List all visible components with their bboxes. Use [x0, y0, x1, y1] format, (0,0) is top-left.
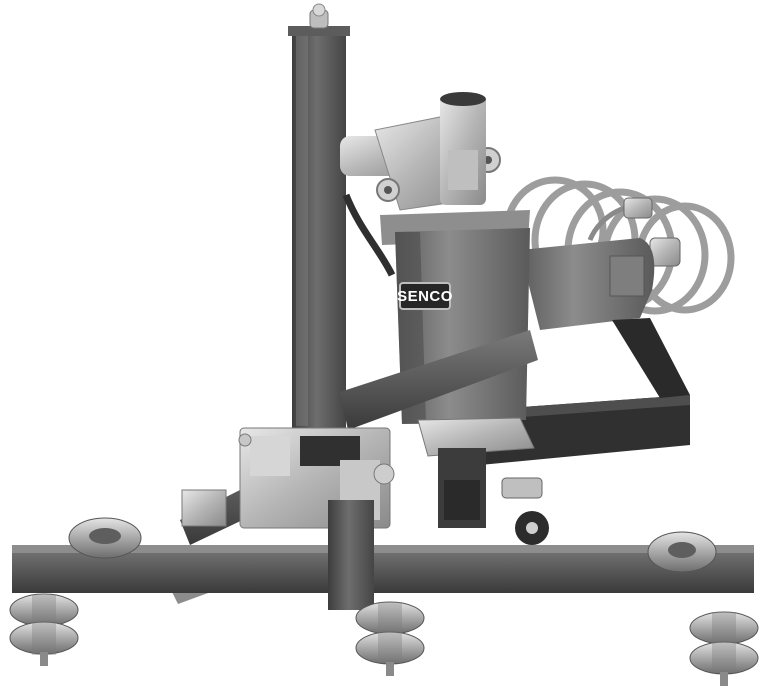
base-bar-horizontal: [12, 545, 754, 593]
wheel-front-right: [689, 611, 759, 686]
top-knob: [309, 3, 329, 29]
brand-label: SENCO: [397, 288, 453, 305]
cable: [342, 193, 396, 277]
base-bar-vertical: [328, 500, 374, 610]
rear-caster: [501, 477, 549, 545]
hose-fitting: [623, 197, 681, 267]
wheel-front-left: [9, 593, 79, 666]
nose-plate: [417, 417, 535, 528]
vertical-post: [288, 26, 350, 428]
wheel-front-center: [355, 601, 425, 676]
tool-cap: [440, 92, 486, 205]
tool-handle: [520, 238, 655, 330]
wheel-back-right: [647, 531, 717, 573]
wheel-back-left: [68, 517, 142, 559]
senco-logo: SENCO: [397, 282, 453, 310]
